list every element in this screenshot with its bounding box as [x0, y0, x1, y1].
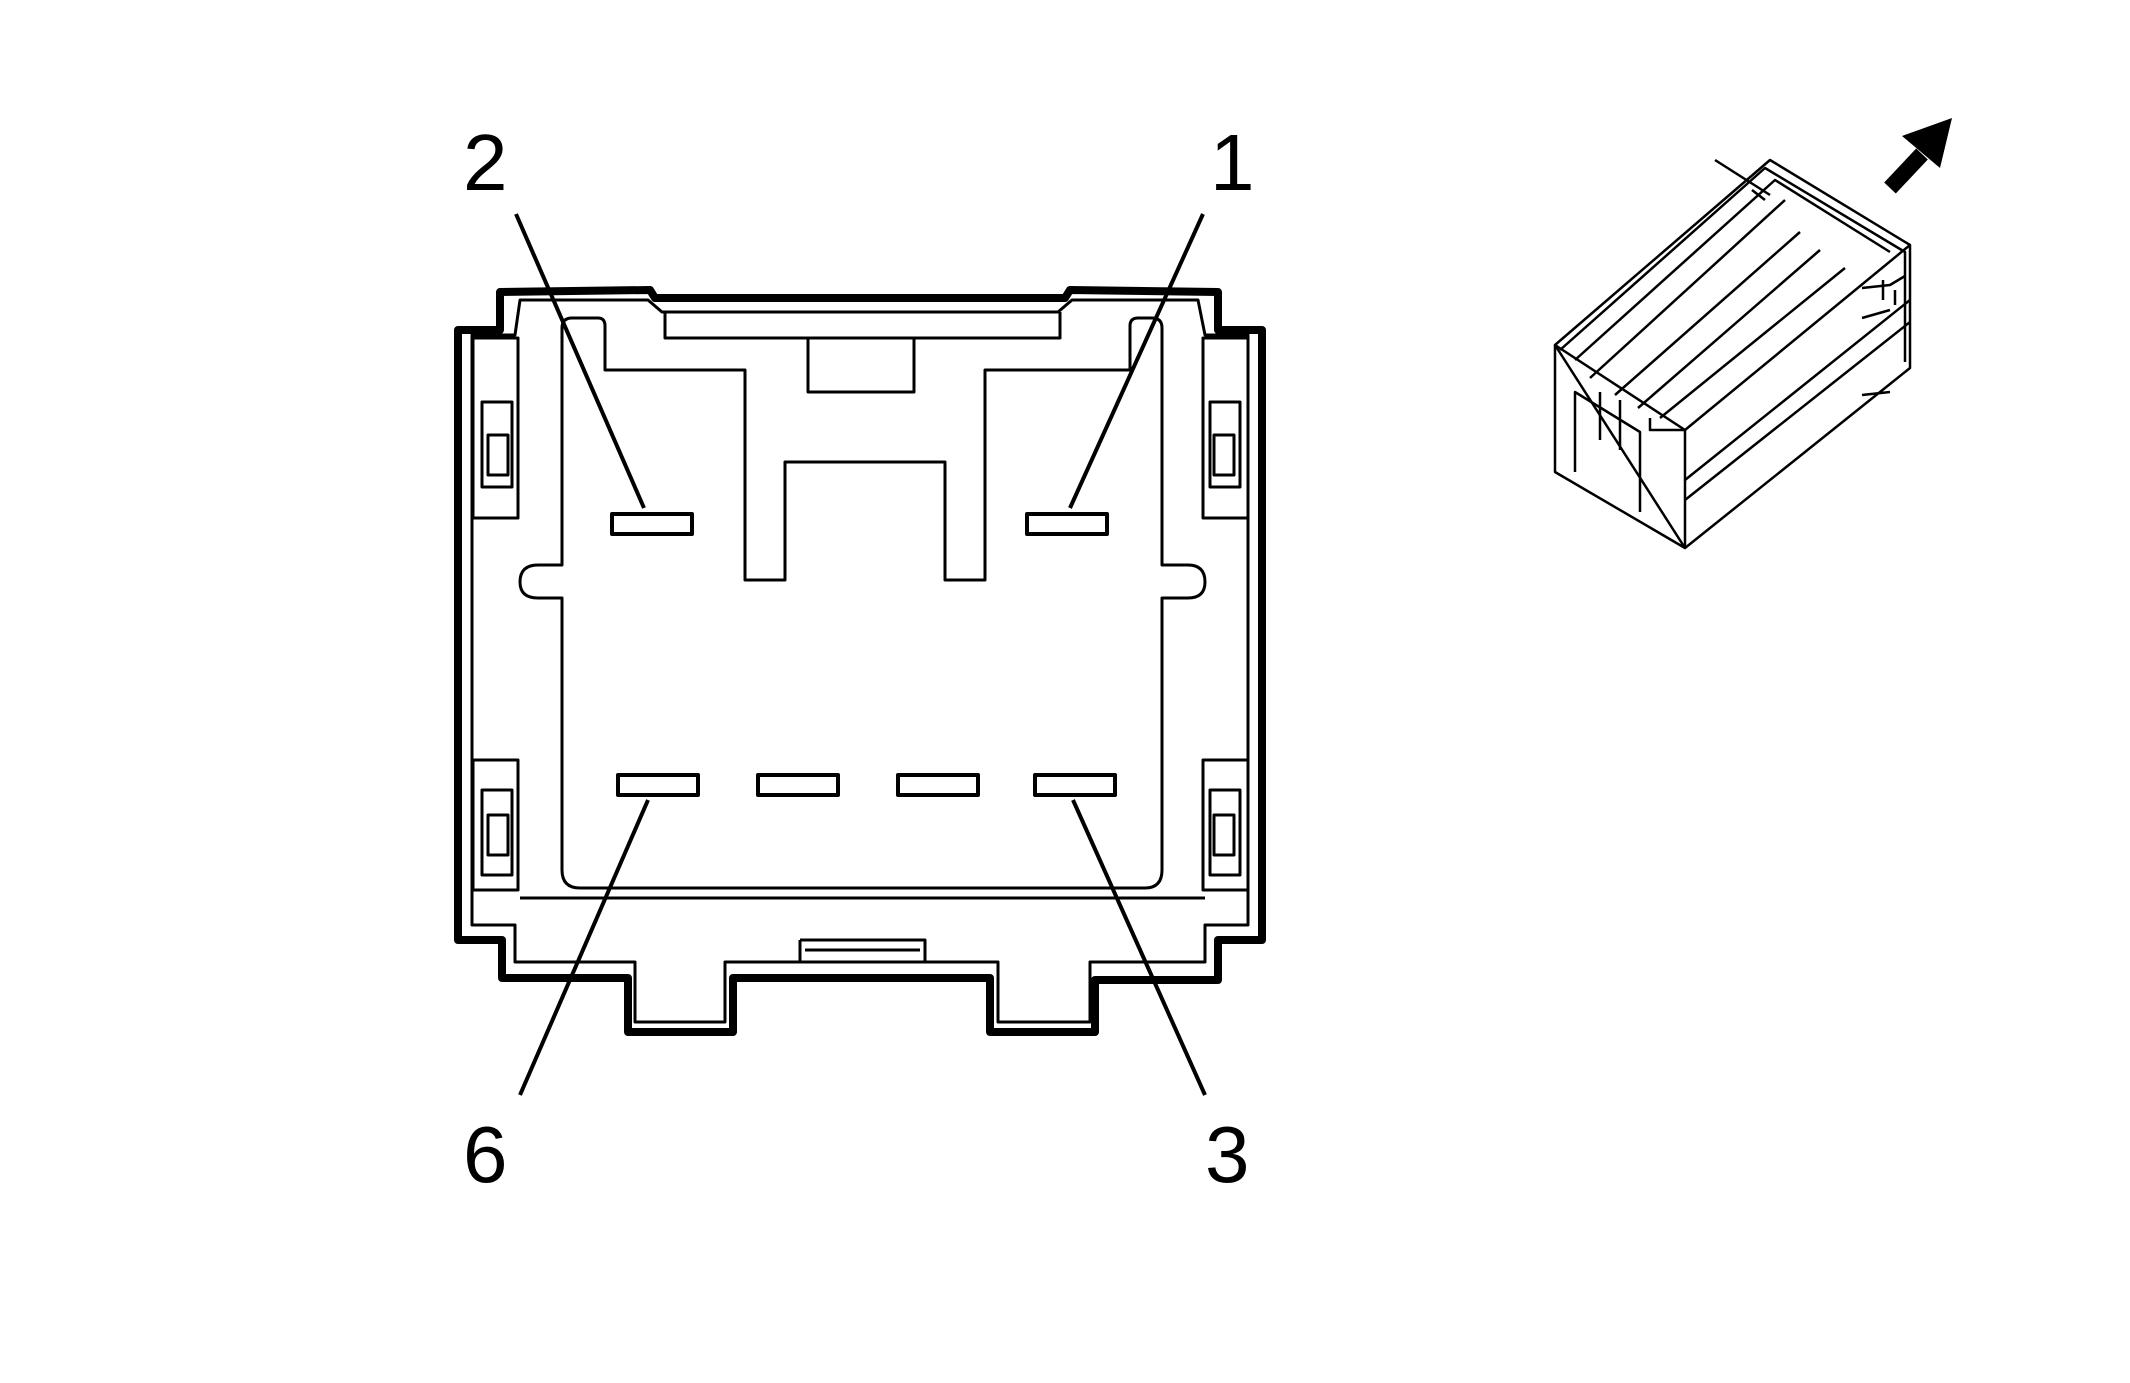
connector-cavity — [518, 316, 1207, 890]
terminals — [610, 512, 1117, 797]
connector-inner-housing — [470, 298, 1250, 1024]
pin-label-6: 6 — [463, 1110, 508, 1199]
top-latch-tab — [806, 338, 916, 394]
terminal-pin-5 — [756, 773, 840, 797]
right-side-latches — [1201, 336, 1250, 892]
bottom-key — [798, 938, 927, 962]
terminal-pin-2 — [610, 512, 694, 536]
connector-outer-housing — [454, 286, 1266, 1036]
pin-label-3: 3 — [1205, 1110, 1250, 1199]
left-side-latches — [471, 336, 520, 892]
pin-label-1: 1 — [1210, 118, 1255, 207]
leader-line-pin-1 — [1068, 213, 1205, 509]
terminal-pin-4 — [896, 773, 980, 797]
leader-lines — [514, 213, 1207, 1096]
pin-label-2: 2 — [463, 118, 508, 207]
top-latch-slot — [663, 312, 1062, 340]
terminal-pin-3 — [1033, 773, 1117, 797]
leader-line-pin-3 — [1071, 799, 1207, 1096]
terminal-pin-1 — [1025, 512, 1109, 536]
connector-face-view — [454, 213, 1266, 1096]
view-direction-arrow-icon — [1884, 118, 1952, 194]
terminal-pin-6 — [616, 773, 700, 797]
connector-isometric-icon — [1553, 158, 1912, 550]
leader-line-pin-6 — [518, 799, 650, 1096]
leader-line-pin-2 — [514, 213, 646, 509]
